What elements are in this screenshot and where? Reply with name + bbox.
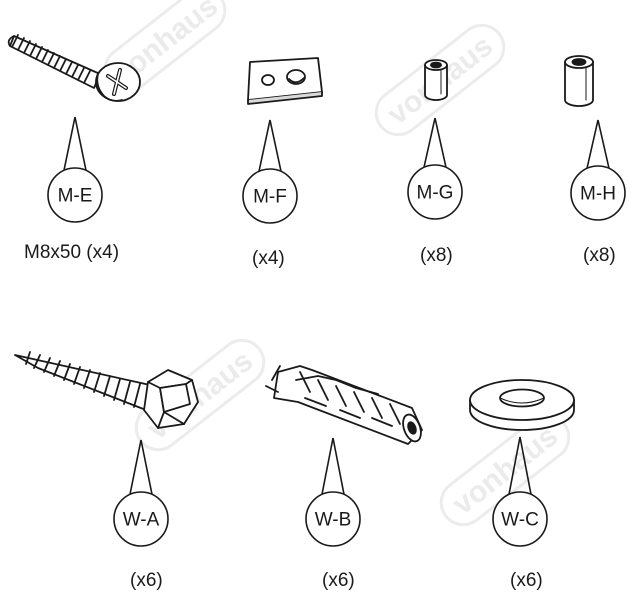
wall-plug-icon	[265, 365, 423, 445]
callout-circle	[242, 168, 298, 224]
part-code-w-c: W-C	[501, 510, 539, 531]
callout-m-e: M-E	[47, 116, 103, 223]
washer-icon	[469, 379, 575, 431]
callout-w-b: W-B	[305, 437, 361, 547]
part-quantity-m-e: M8x50 (x4)	[24, 242, 120, 263]
machine-screw-icon	[7, 34, 141, 102]
callout-circle	[492, 491, 548, 547]
part-quantity-m-g: (x8)	[420, 245, 453, 266]
short-spacer-icon	[424, 59, 448, 101]
callout-circle	[47, 167, 103, 223]
part-quantity-m-h: (x8)	[583, 245, 616, 266]
callout-w-a: W-A	[113, 439, 169, 547]
part-quantity-w-c: (x6)	[510, 570, 543, 591]
callout-pin	[129, 439, 153, 495]
spacer-plate-icon	[247, 57, 323, 105]
callout-pin	[586, 119, 610, 169]
callout-m-g: M-G	[407, 117, 463, 220]
callout-pin	[63, 116, 87, 171]
callout-pin	[258, 119, 282, 172]
callout-circle	[407, 164, 463, 220]
part-code-m-h: M-H	[580, 184, 616, 205]
part-quantity-m-f: (x4)	[252, 248, 285, 269]
part-code-m-e: M-E	[58, 186, 93, 207]
part-quantity-w-a: (x6)	[130, 570, 163, 591]
callout-circle	[570, 165, 626, 221]
callout-m-f: M-F	[242, 119, 298, 224]
part-code-w-a: W-A	[123, 510, 160, 531]
lag-bolt-icon	[14, 351, 199, 429]
part-code-m-f: M-F	[253, 187, 287, 208]
part-code-m-g: M-G	[417, 183, 454, 204]
callout-m-h: M-H	[570, 119, 626, 221]
callout-circle	[113, 491, 169, 547]
callout-circle	[305, 491, 361, 547]
part-code-w-b: W-B	[315, 510, 352, 531]
callout-w-c: W-C	[492, 436, 548, 547]
part-quantity-w-b: (x6)	[322, 570, 355, 591]
callout-pin	[508, 436, 532, 495]
watermark-group: vonhaus vonhaus vonhaus vonhaus	[103, 0, 571, 527]
callout-pin	[321, 437, 345, 495]
long-spacer-icon	[564, 55, 594, 107]
callout-pin	[423, 117, 447, 168]
